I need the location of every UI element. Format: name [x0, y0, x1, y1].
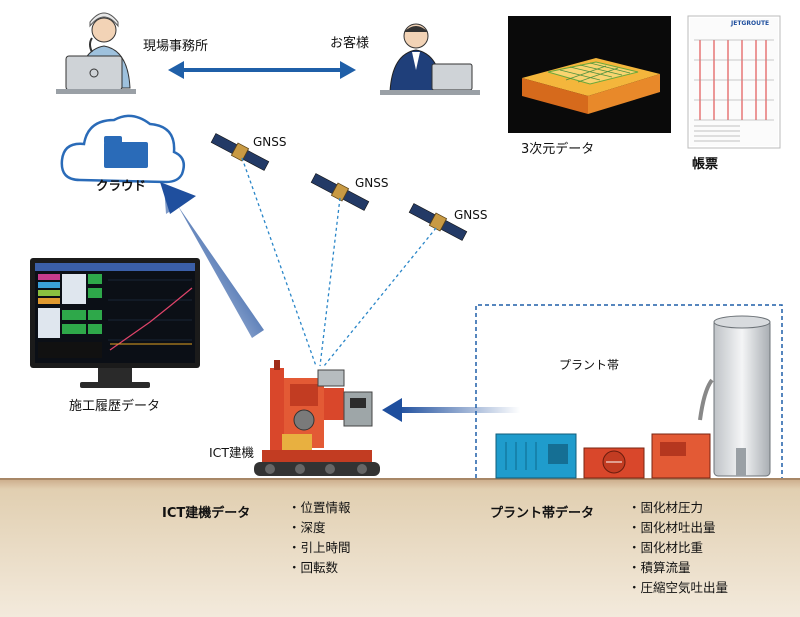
gnss-signal-lines [241, 157, 437, 367]
office-customer-arrow [168, 61, 356, 79]
list-item: ・固化材圧力 [628, 500, 704, 515]
ict-machine-label: ICT建機 [209, 445, 255, 460]
plant-to-machine-arrow [382, 398, 520, 422]
site-office-worker [56, 12, 136, 94]
gnss-label: GNSS [253, 135, 287, 149]
satellite-icon [210, 133, 270, 171]
cloud-label: クラウド [96, 178, 147, 193]
construction-history-label: 施工履歴データ [69, 399, 161, 414]
list-item: ・固化材比重 [628, 540, 704, 555]
plant-data-title: プラント帯データ [490, 506, 595, 521]
report-logo: JETGROUTE [731, 20, 770, 27]
satellite-icon [310, 173, 370, 211]
plant-equipment [495, 315, 771, 479]
report-label: 帳票 [692, 157, 719, 172]
upload-arrow [160, 182, 264, 338]
ict-machine [254, 360, 380, 476]
ground [0, 478, 800, 617]
list-item: ・引上時間 [288, 540, 351, 555]
plant-data-list: ・固化材圧力 ・固化材吐出量 ・固化材比重 ・積算流量 ・圧縮空気吐出量 [628, 498, 728, 598]
plant-zone-boundary [475, 304, 783, 478]
customer-label: お客様 [330, 36, 370, 51]
ict-data-list: ・位置情報 ・深度 ・引上時間 ・回転数 [288, 498, 351, 578]
site-office-label: 現場事務所 [143, 39, 209, 54]
list-item: ・深度 [288, 520, 326, 535]
plant-zone-label: プラント帯 [559, 358, 620, 372]
3d-data-label: 3次元データ [521, 142, 595, 157]
list-item: ・圧縮空気吐出量 [628, 580, 729, 595]
list-item: ・回転数 [288, 560, 339, 575]
customer-person [380, 23, 480, 95]
list-item: ・固化材吐出量 [628, 520, 716, 535]
monitor-icon [30, 258, 200, 388]
3d-data-image [508, 16, 671, 133]
list-item: ・積算流量 [628, 560, 691, 575]
cloud-icon [60, 114, 185, 184]
list-item: ・位置情報 [288, 500, 351, 515]
gnss-label: GNSS [355, 176, 389, 190]
satellite-icon [408, 203, 468, 241]
ict-data-title: ICT建機データ [162, 506, 251, 521]
gnss-label: GNSS [454, 208, 488, 222]
report-sheet [687, 15, 781, 149]
